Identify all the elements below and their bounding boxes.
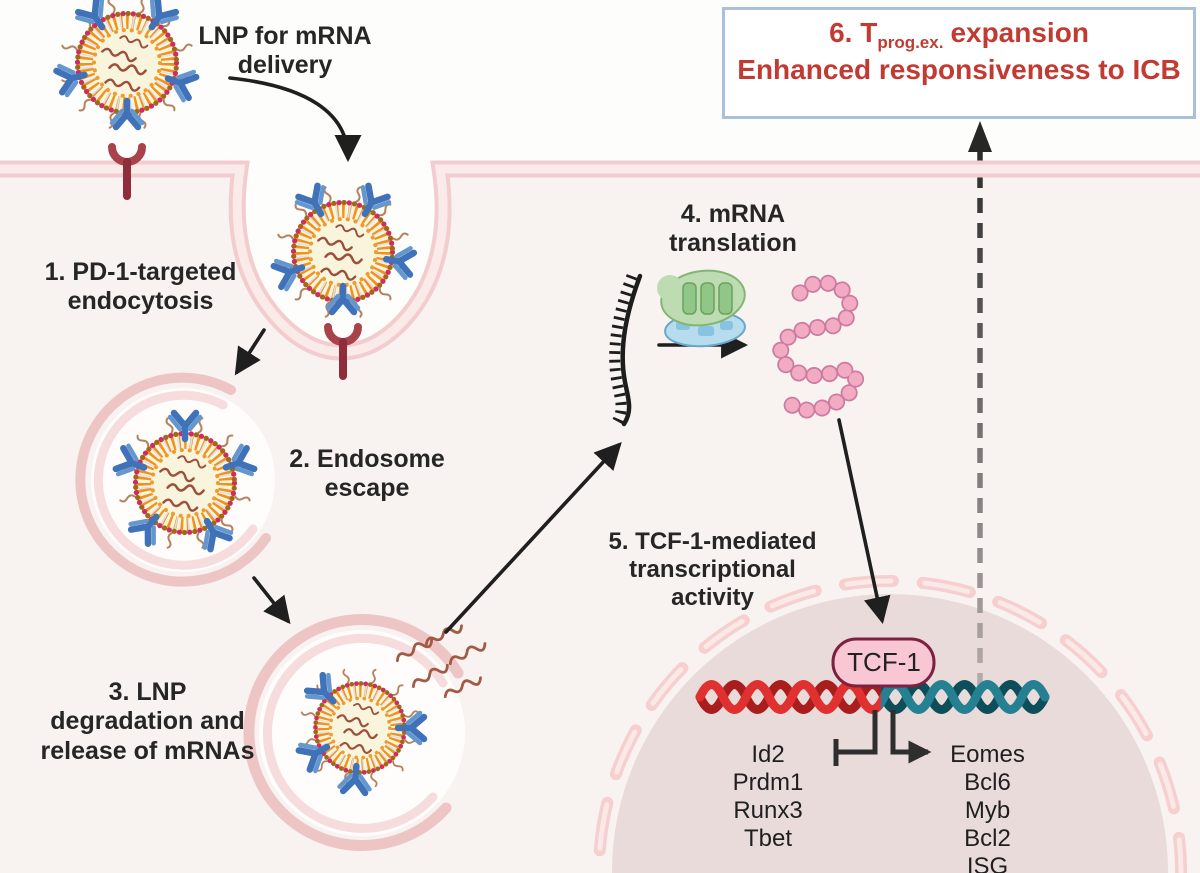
step3-label: 3. LNP degradation and release of mRNAs [40, 678, 255, 765]
repressed-gene-list: Id2 Prdm1 Runx3 Tbet [698, 741, 838, 853]
step2-label: 2. Endosome escape [289, 445, 445, 503]
step4-label: 4. mRNA translation [669, 200, 797, 258]
step5-label: 5. TCF-1-mediated transcriptional activi… [608, 528, 817, 612]
dashed-arrow-to-outcome [968, 121, 992, 688]
outcome-line2: Enhanced responsiveness to ICB [737, 53, 1181, 85]
protein-icon [772, 274, 864, 419]
gene-regulation-arrows [833, 710, 932, 766]
gene-label: Bcl2 [964, 825, 1011, 852]
outcome-line1: 6. Tprog.ex.expansion [829, 16, 1089, 52]
activated-gene-list: Eomes Bcl6 Myb Bcl2 ISG [915, 741, 1060, 873]
activation-connector [890, 710, 932, 764]
nucleus [593, 575, 1187, 873]
tcf1-label: TCF-1 [847, 647, 921, 677]
arrow-step1-2 [234, 328, 266, 376]
arrow-step3-4 [444, 442, 622, 634]
arrow-step2-3 [252, 576, 291, 625]
mrna-icon [609, 273, 643, 427]
lnp-delivery-label: LNP for mRNA delivery [198, 22, 372, 80]
gene-label: Bcl6 [964, 769, 1011, 796]
outcome-box: 6. Tprog.ex.expansion Enhanced responsiv… [722, 7, 1196, 119]
outcome-subscript: prog.ex. [877, 32, 944, 52]
gene-label: Id2 [751, 741, 785, 768]
gene-label: Myb [964, 797, 1011, 824]
arrow-protein-to-tcf1 [837, 418, 891, 624]
gene-label: Tbet [743, 825, 793, 852]
flow-arrows [228, 76, 891, 634]
ribosome-icon [657, 269, 746, 348]
step1-label: 1. PD-1-targeted endocytosis [44, 258, 237, 316]
gene-label: Prdm1 [732, 769, 804, 796]
lnp-icon [272, 184, 414, 317]
lnp-icon [55, 0, 197, 128]
gene-label: ISG [966, 853, 1009, 873]
gene-label: Runx3 [733, 797, 803, 824]
arrow-lnp-to-pit [228, 76, 362, 163]
repression-connector [836, 710, 878, 755]
tcf1-node [831, 637, 936, 688]
arrowhead [968, 121, 992, 152]
gene-label: Eomes [950, 741, 1025, 768]
